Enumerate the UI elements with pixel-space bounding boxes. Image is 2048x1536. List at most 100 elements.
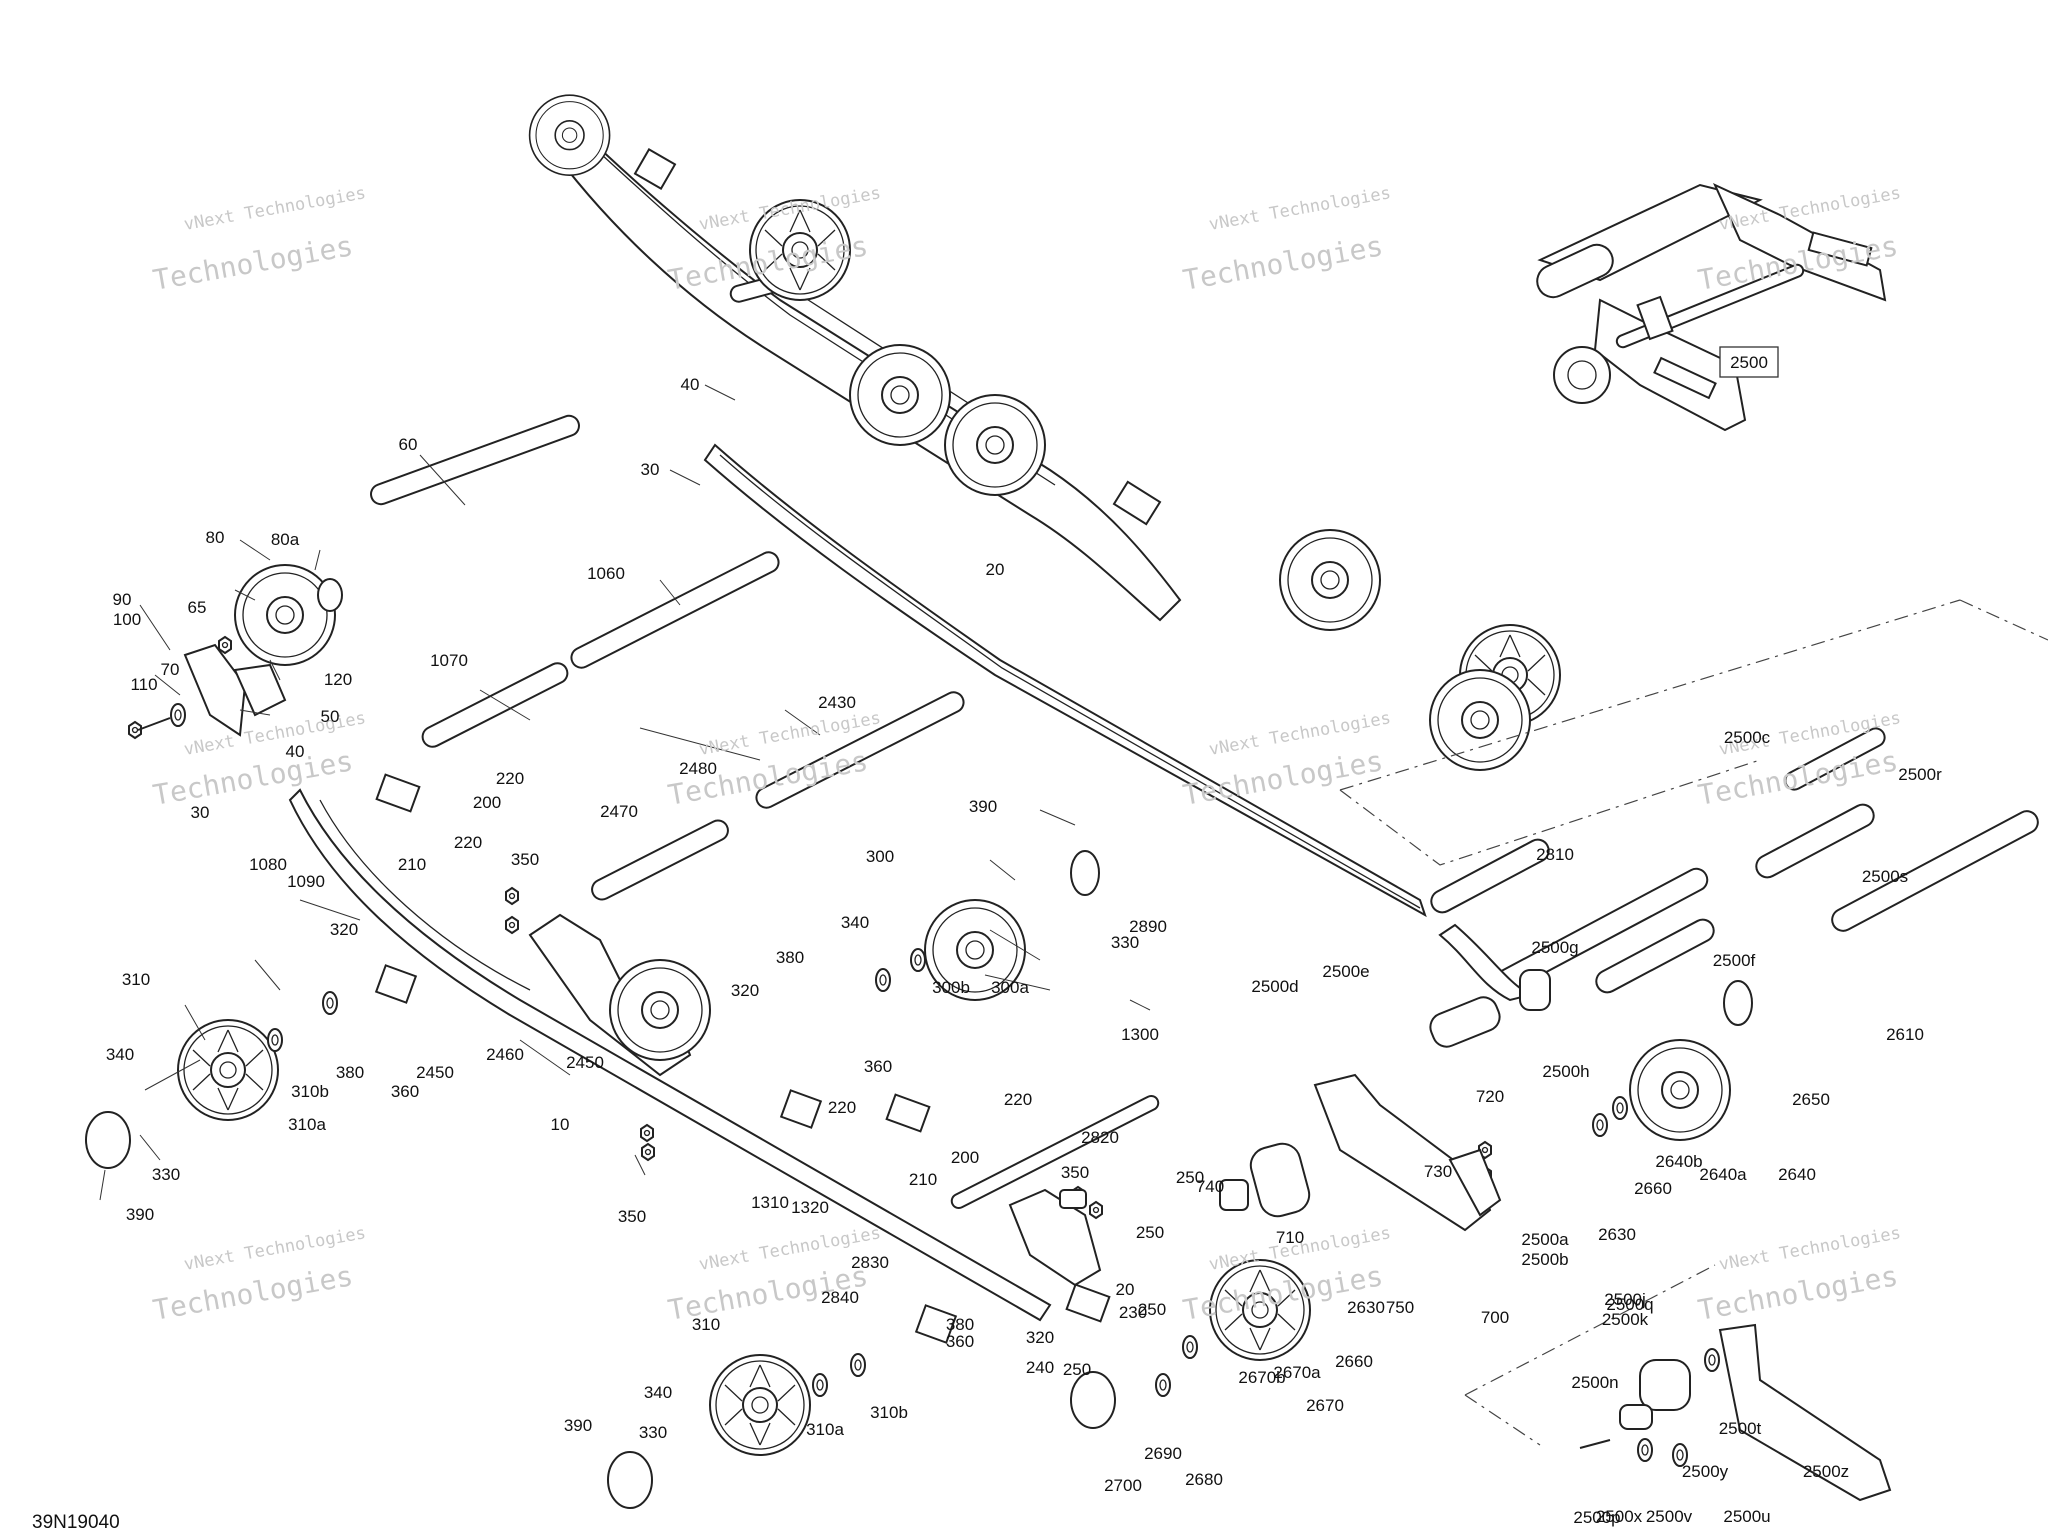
callout-2500c: 2500c	[1724, 728, 1771, 747]
callout-1320: 1320	[791, 1198, 829, 1217]
callout-300: 300	[866, 847, 894, 866]
callout-350: 350	[618, 1207, 646, 1226]
callout-110: 110	[130, 675, 157, 694]
inset-2500-bracket	[1579, 1323, 1892, 1502]
leader-lines	[99, 384, 1151, 1201]
callout-380: 380	[776, 948, 804, 967]
callout-2670a: 2670a	[1273, 1363, 1321, 1382]
callout-2460: 2460	[486, 1045, 524, 1064]
callout-710: 710	[1276, 1228, 1304, 1247]
callout-2500k: 2500k	[1602, 1310, 1649, 1329]
callout-1060: 1060	[587, 564, 625, 583]
callout-70: 70	[161, 660, 180, 679]
callout-30: 30	[641, 460, 660, 479]
callout-220: 220	[1004, 1090, 1032, 1109]
callout-2500q: 2500q	[1606, 1295, 1653, 1314]
callout-2610: 2610	[1886, 1025, 1924, 1044]
callout-220: 220	[828, 1098, 856, 1117]
callout-50: 50	[321, 707, 340, 726]
callout-2450: 2450	[566, 1053, 604, 1072]
callout-20: 20	[1116, 1280, 1135, 1299]
callout-360: 360	[864, 1057, 892, 1076]
callout-2670b: 2670b	[1238, 1368, 1285, 1387]
callout-2480: 2480	[679, 759, 717, 778]
callout-65: 65	[188, 598, 207, 617]
callout-10: 10	[551, 1115, 570, 1134]
top-rail-assembly	[528, 94, 1561, 771]
svg-text:Technologies: Technologies	[1180, 229, 1385, 297]
slide-20	[703, 443, 1427, 918]
callout-220: 220	[454, 833, 482, 852]
callout-80a: 80a	[271, 530, 300, 549]
callout-360: 360	[391, 1082, 419, 1101]
hardware	[85, 887, 1628, 1509]
callout-2500s: 2500s	[1862, 867, 1908, 886]
callout-2700: 2700	[1104, 1476, 1142, 1495]
diagram-code: 39N19040	[32, 1512, 120, 1533]
front-shaft-and-wheel	[128, 414, 580, 739]
callout-100: 100	[113, 610, 141, 629]
wheels	[177, 850, 1753, 1456]
callout-210: 210	[398, 855, 426, 874]
callout-2500f: 2500f	[1713, 951, 1756, 970]
callout-2630: 2630	[1347, 1298, 1385, 1317]
callout-740: 740	[1196, 1177, 1224, 1196]
callout-2500t: 2500t	[1719, 1419, 1762, 1438]
callout-390: 390	[969, 797, 997, 816]
callout-240: 240	[1026, 1358, 1054, 1377]
callout-2890: 2890	[1129, 917, 1167, 936]
callout-320: 320	[731, 981, 759, 1000]
callout-2690: 2690	[1144, 1444, 1182, 1463]
inset-boundary-bottom	[1464, 1264, 1716, 1446]
callout-390: 390	[126, 1205, 154, 1224]
callout-330: 330	[1111, 933, 1139, 952]
callout-2500v: 2500v	[1646, 1507, 1693, 1526]
callout-80: 80	[206, 528, 225, 547]
callout-250: 250	[1063, 1360, 1091, 1379]
callout-250: 250	[1138, 1300, 1166, 1319]
callout-2500p: 2500p	[1573, 1508, 1620, 1527]
callout-40: 40	[286, 742, 305, 761]
callout-340: 340	[644, 1383, 672, 1402]
svg-text:vNext Technologies: vNext Technologies	[1207, 183, 1392, 235]
callout-40: 40	[681, 375, 700, 394]
callout-300a: 300a	[991, 978, 1029, 997]
callout-250: 250	[1176, 1168, 1204, 1187]
callout-2430: 2430	[818, 693, 856, 712]
callout-2630: 2630	[1598, 1225, 1636, 1244]
callout-2660: 2660	[1634, 1179, 1672, 1198]
callout-730: 730	[1424, 1162, 1452, 1181]
callout-2820: 2820	[1081, 1128, 1119, 1147]
callout-350: 350	[511, 850, 539, 869]
callout-1080: 1080	[249, 855, 287, 874]
callout-2670: 2670	[1306, 1396, 1344, 1415]
callout-220: 220	[496, 769, 524, 788]
callout-2840: 2840	[821, 1288, 859, 1307]
callout-2660: 2660	[1335, 1352, 1373, 1371]
callout-230: 230	[1119, 1303, 1147, 1322]
callout-2500e: 2500e	[1322, 962, 1369, 981]
callout-2640b: 2640b	[1655, 1152, 1702, 1171]
callout-2500r: 2500r	[1898, 765, 1942, 784]
callout-310a: 310a	[806, 1420, 844, 1439]
callout-2500j: 2500j	[1604, 1290, 1646, 1309]
callout-300b: 300b	[932, 978, 970, 997]
callout-200: 200	[951, 1148, 979, 1167]
callout-700: 700	[1481, 1308, 1509, 1327]
callout-350: 350	[1061, 1163, 1089, 1182]
callout-2640a: 2640a	[1699, 1165, 1747, 1184]
inset-label-box	[1719, 346, 1779, 378]
inset-boundary-top	[1339, 599, 2048, 866]
callout-750: 750	[1386, 1298, 1414, 1317]
callout-320: 320	[1026, 1328, 1054, 1347]
callout-2500g: 2500g	[1531, 938, 1578, 957]
callout-90: 90	[113, 590, 132, 609]
callout-2500d: 2500d	[1251, 977, 1298, 996]
callout-330: 330	[639, 1423, 667, 1442]
callout-2500a: 2500a	[1521, 1230, 1569, 1249]
callout-2830: 2830	[851, 1253, 889, 1272]
svg-text:vNext Technologies: vNext Technologies	[182, 183, 367, 235]
callout-380: 380	[336, 1063, 364, 1082]
callout-720: 720	[1476, 1087, 1504, 1106]
